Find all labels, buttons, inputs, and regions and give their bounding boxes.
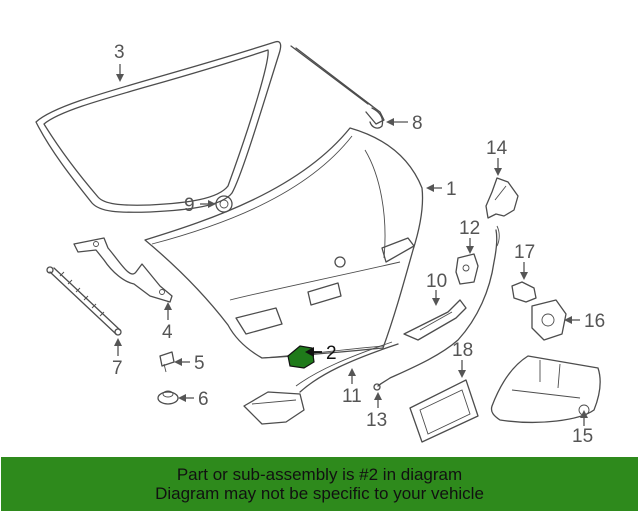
part-11-latch [243, 341, 399, 425]
part-17-switch [511, 281, 537, 303]
callout-12: 12 [459, 218, 480, 239]
parts-diagram: 3 8 9 1 14 12 17 16 10 18 11 13 15 4 7 5… [35, 40, 605, 447]
callout-6: 6 [198, 389, 209, 410]
callout-16: 16 [584, 311, 605, 332]
callout-14: 14 [486, 138, 508, 159]
callout-18: 18 [452, 340, 473, 361]
part-4-hinge [73, 237, 173, 303]
callout-1: 1 [446, 179, 457, 200]
callout-7: 7 [112, 358, 123, 379]
callout-numbers: 3 8 9 1 14 12 17 16 10 18 11 13 15 4 7 5… [112, 42, 605, 447]
callout-3: 3 [114, 42, 125, 63]
callout-8: 8 [412, 113, 423, 134]
callout-4: 4 [162, 322, 173, 343]
leader-lines [114, 64, 588, 426]
callout-13: 13 [366, 410, 387, 431]
callout-5: 5 [194, 353, 205, 374]
info-line-2: Diagram may not be specific to your vehi… [155, 484, 484, 503]
callout-10: 10 [426, 271, 447, 292]
part-12-bracket [455, 253, 479, 285]
part-18-plate-light [409, 379, 479, 443]
callout-15: 15 [572, 426, 593, 447]
callout-2: 2 [326, 343, 337, 364]
callout-9: 9 [184, 195, 195, 216]
info-banner: Part or sub-assembly is #2 in diagram Di… [1, 457, 638, 511]
part-13-cable [373, 225, 500, 391]
part-1-trunk-lid [144, 127, 424, 359]
part-5-bolt [159, 351, 175, 373]
part-14-bracket [485, 177, 519, 219]
part-3-weatherstrip [35, 40, 282, 213]
part-16-actuator [531, 299, 567, 341]
callout-17: 17 [514, 242, 535, 263]
part-10-release [403, 299, 467, 341]
part-8-gas-strut [290, 45, 385, 129]
callout-11: 11 [342, 386, 362, 407]
info-line-1: Part or sub-assembly is #2 in diagram [176, 465, 463, 484]
part-7-spring [46, 266, 122, 336]
part-6-nut [157, 390, 179, 405]
part-9-bump-stop [215, 195, 233, 213]
